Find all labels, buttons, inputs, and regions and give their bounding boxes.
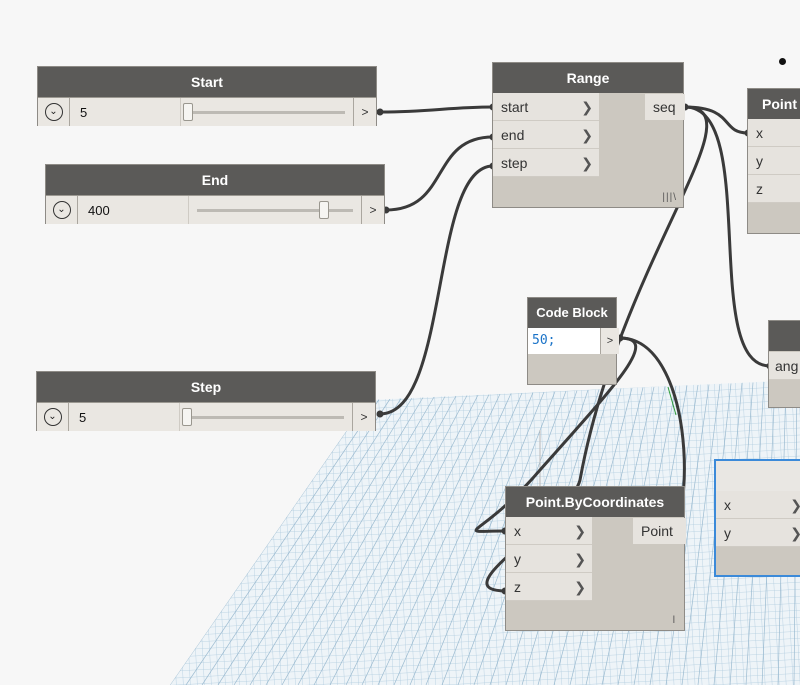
lacing-indicator[interactable]: |||\ — [662, 192, 677, 203]
slider-thumb[interactable] — [183, 103, 193, 121]
selected-node-partial[interactable]: x❯ y❯ — [714, 459, 800, 577]
canvas-dot — [779, 58, 786, 65]
input-port-ang[interactable]: ang — [769, 352, 800, 380]
code-editor[interactable]: 50; — [528, 328, 600, 354]
expand-button[interactable]: ⌄ — [38, 98, 70, 126]
node-title: Code Block — [528, 298, 616, 328]
output-port[interactable]: > — [352, 403, 375, 431]
node-header-blank — [716, 461, 800, 491]
expand-button[interactable]: ⌄ — [46, 196, 78, 224]
input-port-z[interactable]: z❯ — [506, 573, 592, 601]
slider-row: ⌄ 5 > — [38, 97, 376, 126]
chevron-right-icon: ❯ — [790, 519, 800, 547]
chevron-right-icon: ❯ — [574, 523, 586, 539]
input-port-y[interactable]: y — [748, 147, 800, 175]
slider-track[interactable] — [179, 403, 352, 431]
start-slider-node[interactable]: Start ⌄ 5 > — [37, 66, 377, 126]
input-port-step[interactable]: step❯ — [493, 149, 599, 177]
node-title — [769, 321, 800, 351]
slider-value: 5 — [79, 409, 87, 425]
node-title: Start — [38, 67, 376, 97]
slider-thumb[interactable] — [319, 201, 329, 219]
chevron-down-icon: ⌄ — [43, 408, 62, 426]
slider-track[interactable] — [180, 98, 353, 126]
input-port-x[interactable]: x❯ — [506, 517, 592, 545]
output-port-seq[interactable]: seq — [645, 94, 685, 120]
slider-value: 400 — [88, 202, 110, 218]
slider-value: 5 — [80, 104, 88, 120]
code-block-node[interactable]: Code Block 50; > — [527, 297, 619, 385]
output-port-point[interactable]: Point — [633, 518, 686, 544]
input-port-start[interactable]: start❯ — [493, 93, 599, 121]
node-title: End — [46, 165, 384, 195]
step-slider-node[interactable]: Step ⌄ 5 > — [36, 371, 376, 431]
input-port-x[interactable]: x — [748, 119, 800, 147]
chevron-right-icon: ❯ — [581, 99, 593, 115]
input-port-y[interactable]: y❯ — [716, 519, 800, 547]
output-port[interactable]: > — [353, 98, 376, 126]
node-title: Step — [37, 372, 375, 402]
lacing-indicator[interactable]: l — [672, 615, 676, 626]
node-title: Point.ByCoordinates — [506, 487, 684, 517]
expand-button[interactable]: ⌄ — [37, 403, 69, 431]
chevron-right-icon: ❯ — [581, 155, 593, 171]
slider-thumb[interactable] — [182, 408, 192, 426]
slider-row: ⌄ 400 > — [46, 195, 384, 224]
angle-node-partial[interactable]: ang — [768, 320, 800, 408]
chevron-down-icon: ⌄ — [44, 103, 63, 121]
chevron-right-icon: ❯ — [574, 551, 586, 567]
chevron-right-icon: ❯ — [574, 579, 586, 595]
slider-row: ⌄ 5 > — [37, 402, 375, 431]
input-port-end[interactable]: end❯ — [493, 121, 599, 149]
input-port-z[interactable]: z — [748, 175, 800, 203]
output-port[interactable]: > — [361, 196, 384, 224]
range-node[interactable]: Range start❯ end❯ step❯ seq |||\ — [492, 62, 685, 208]
input-port-y[interactable]: y❯ — [506, 545, 592, 573]
input-port-x[interactable]: x❯ — [716, 491, 800, 519]
end-slider-node[interactable]: End ⌄ 400 > — [45, 164, 385, 224]
chevron-down-icon: ⌄ — [52, 201, 71, 219]
point-node-partial[interactable]: Point x y z — [747, 88, 800, 234]
node-title: Point — [748, 89, 800, 119]
output-port[interactable]: > — [600, 328, 619, 354]
point-by-coordinates-node[interactable]: Point.ByCoordinates x❯ y❯ z❯ Point l — [505, 486, 686, 631]
chevron-right-icon: ❯ — [581, 127, 593, 143]
slider-track[interactable] — [188, 196, 361, 224]
chevron-right-icon: ❯ — [790, 491, 800, 519]
node-title: Range — [493, 63, 683, 93]
